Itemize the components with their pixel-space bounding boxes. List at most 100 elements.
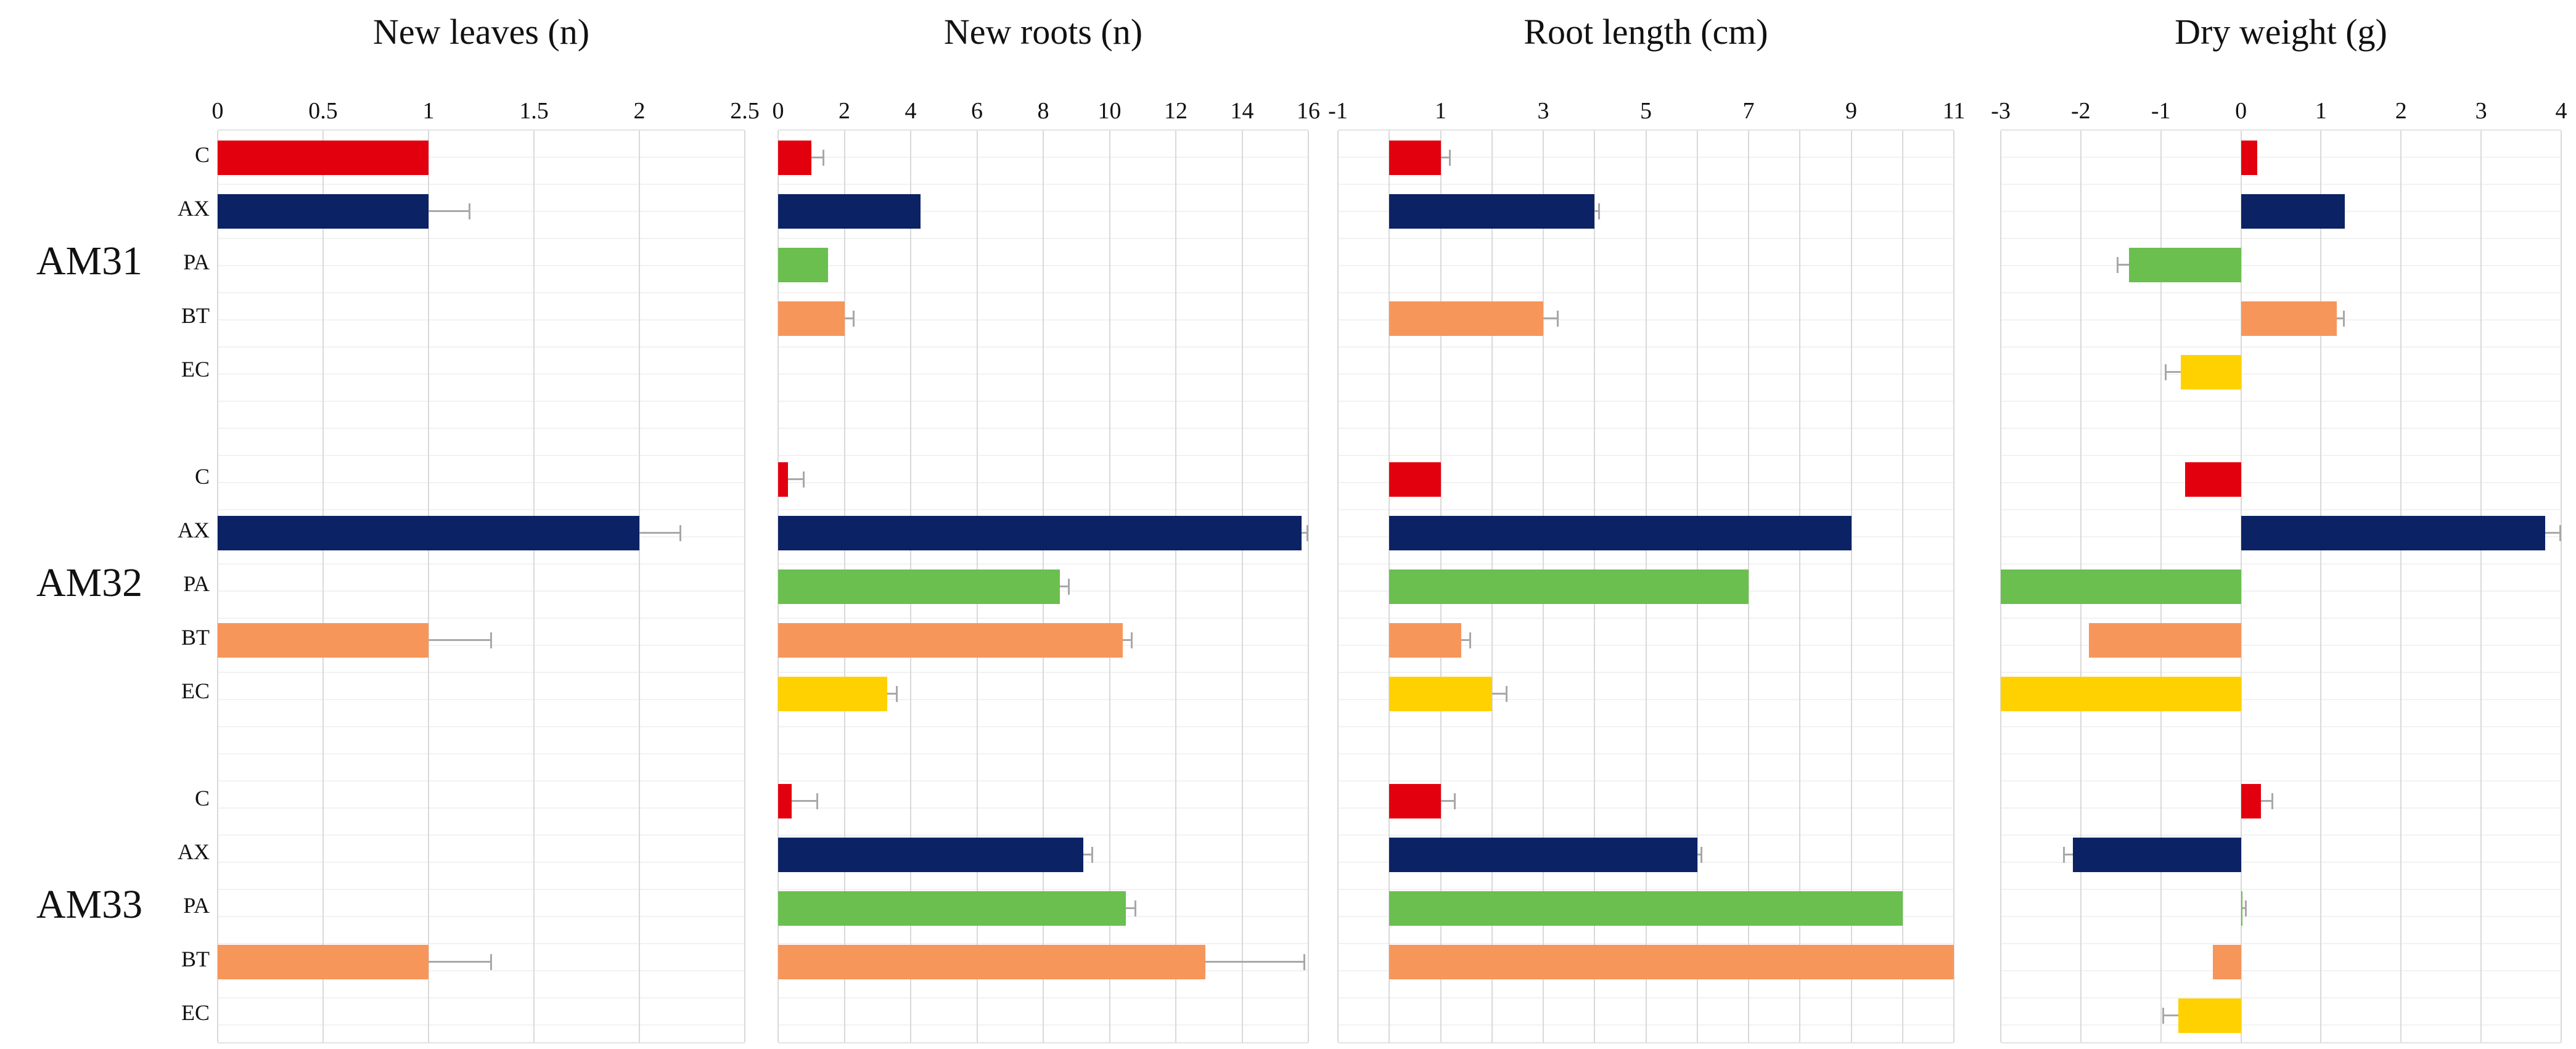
gridline <box>2400 131 2402 1042</box>
gridline <box>1109 131 1110 1042</box>
error-bar <box>2545 532 2561 534</box>
error-bar-cap <box>2117 256 2119 273</box>
bar <box>2001 676 2241 711</box>
error-bar <box>1123 639 1133 641</box>
bar <box>778 676 888 711</box>
bar <box>218 944 429 979</box>
axis-tick-label: 7 <box>1742 98 1755 124</box>
bar <box>1389 194 1595 229</box>
bar <box>778 837 1083 872</box>
category-label: BT <box>181 946 210 971</box>
error-bar <box>1126 907 1136 909</box>
bar <box>2241 140 2257 175</box>
gridline <box>1175 131 1176 1042</box>
error-bar <box>1302 532 1308 534</box>
error-bar <box>639 532 682 534</box>
error-bar <box>1697 854 1703 855</box>
error-bar-cap <box>2559 524 2561 541</box>
error-bar-cap <box>1700 846 1703 863</box>
bar <box>2001 569 2241 604</box>
axis-tick-label: 4 <box>2555 98 2567 124</box>
error-bar-cap <box>2162 1007 2165 1024</box>
group-label: AM32 <box>36 560 143 605</box>
error-bar <box>2337 317 2345 319</box>
axis-tick-label: 1 <box>422 98 435 124</box>
axis-tick-label: 3 <box>1537 98 1549 124</box>
category-label: AX <box>178 839 210 864</box>
group-label: AM31 <box>36 238 143 284</box>
axis-tick-label: 14 <box>1230 98 1254 124</box>
axis-tick-label: 2 <box>2395 98 2407 124</box>
bar <box>1389 515 1852 550</box>
gridline <box>1337 131 1339 1042</box>
bar <box>2241 783 2262 818</box>
panel-title: Root length (cm) <box>1524 12 1768 52</box>
category-label: C <box>194 785 210 810</box>
axis-tick-label: 2 <box>633 98 646 124</box>
error-bar <box>1083 854 1093 855</box>
bar <box>2088 622 2241 658</box>
gridline <box>533 131 535 1042</box>
gridline <box>639 131 640 1042</box>
error-bar <box>844 317 855 319</box>
error-bar <box>2242 907 2247 909</box>
bar <box>218 194 429 229</box>
bar <box>2241 891 2243 926</box>
gridline <box>2480 131 2482 1042</box>
axis-tick-label: 1 <box>1435 98 1446 124</box>
axis-tick-label: 1 <box>2315 98 2327 124</box>
bar <box>2241 515 2546 550</box>
error-bar <box>1205 961 1305 963</box>
error-bar-cap <box>1134 900 1136 916</box>
category-label: AX <box>178 195 210 221</box>
bar <box>218 515 639 550</box>
axis-tick-label: 8 <box>1037 98 1049 124</box>
axis-tick-label: 9 <box>1845 98 1857 124</box>
bar <box>778 301 845 336</box>
error-bar-cap <box>822 149 825 166</box>
category-label: BT <box>181 303 210 328</box>
axis-tick-label: 6 <box>971 98 983 124</box>
error-bar-cap <box>803 471 805 488</box>
plot-area <box>2000 129 2562 1043</box>
gridline <box>2320 131 2322 1042</box>
error-bar <box>2117 264 2129 266</box>
error-bar-cap <box>2343 310 2345 327</box>
error-bar <box>887 693 898 695</box>
error-bar-cap <box>816 793 818 809</box>
bar <box>2181 354 2241 390</box>
bar <box>1389 622 1461 658</box>
axis-tick-label: 0 <box>211 98 224 124</box>
error-bar-cap <box>852 310 855 327</box>
error-bar <box>1491 693 1507 695</box>
bar <box>778 569 1060 604</box>
bar <box>218 140 429 175</box>
error-bar-cap <box>1556 310 1559 327</box>
error-bar <box>1440 800 1456 802</box>
gridline <box>2561 131 2562 1042</box>
error-bar <box>811 157 825 158</box>
gridline <box>1748 131 1749 1042</box>
error-bar-cap <box>2063 846 2065 863</box>
group-label: AM33 <box>36 881 143 927</box>
error-bar-cap <box>2165 364 2167 380</box>
error-bar <box>1594 210 1600 212</box>
gridline <box>428 131 429 1042</box>
error-bar-cap <box>1091 846 1093 863</box>
error-bar <box>2063 854 2073 855</box>
gridline <box>744 131 745 1042</box>
category-label: EC <box>181 678 210 703</box>
error-bar-cap <box>1068 578 1070 595</box>
category-label: BT <box>181 624 210 650</box>
error-bar-cap <box>679 524 682 541</box>
error-bar <box>788 478 805 480</box>
category-label: EC <box>181 1000 210 1025</box>
error-bar <box>429 210 471 212</box>
category-label: PA <box>183 571 210 596</box>
error-bar <box>1461 639 1472 641</box>
category-label: PA <box>183 249 210 274</box>
category-label: PA <box>183 892 210 918</box>
bar <box>1389 140 1441 175</box>
category-label: AX <box>178 517 210 542</box>
bar <box>1389 301 1543 336</box>
